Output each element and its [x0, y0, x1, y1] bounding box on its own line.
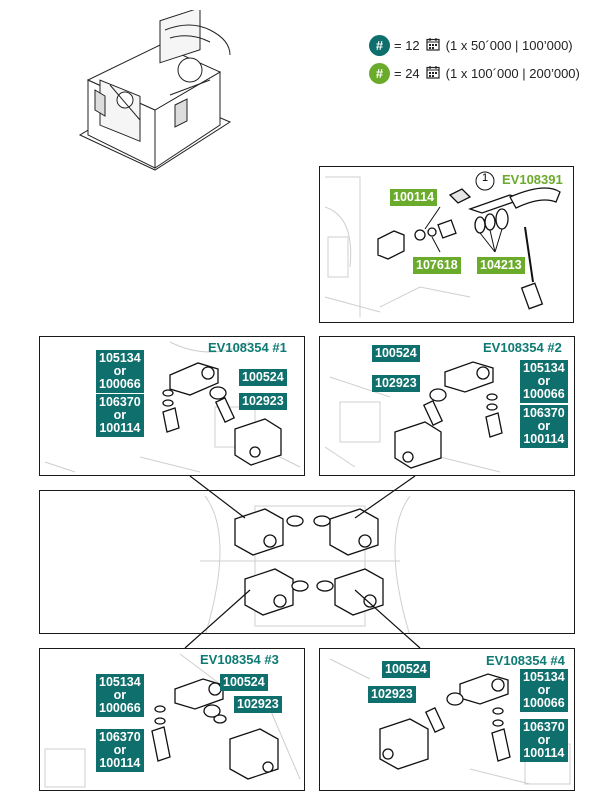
part-tag-100524: 100524 [382, 661, 430, 678]
part-tag-102923: 102923 [368, 686, 416, 703]
part-tag-100524: 100524 [220, 674, 268, 691]
calendar-icon [426, 65, 440, 82]
legend-interval: (1 x 100´000 | 200’000) [445, 66, 580, 81]
valve-title: EV108354 #3 [200, 652, 279, 667]
interval-badge-green: # [369, 63, 390, 84]
part-tag-107618: 107618 [413, 257, 461, 274]
valve-title: EV108354 #1 [208, 340, 287, 355]
part-tag-102923: 102923 [234, 696, 282, 713]
valve-title: EV108354 #4 [486, 653, 565, 668]
part-tag-102923: 102923 [372, 375, 420, 392]
legend-interval: (1 x 50´000 | 100’000) [445, 38, 573, 53]
legend-equals: = 12 [394, 38, 420, 53]
valve-title: EV108354 #2 [483, 340, 562, 355]
part-tag-102923: 102923 [239, 393, 287, 410]
calendar-icon [426, 37, 440, 54]
valve-overview-panel [39, 490, 575, 634]
legend-equals: = 24 [394, 66, 420, 81]
part-tag-100524: 100524 [372, 345, 420, 362]
legend-row-24: # = 24 (1 x 100´000 | 200’000) [369, 63, 580, 84]
part-tag-104213: 104213 [477, 257, 525, 274]
part-tag-100114: 100114 [390, 189, 438, 206]
legend-row-12: # = 12 (1 x 50´000 | 100’000) [369, 35, 573, 56]
kit-panel-ev108391: 1 EV108391 100114 107618 104213 [319, 166, 574, 323]
part-tag-100524: 100524 [239, 369, 287, 386]
interval-badge-teal: # [369, 35, 390, 56]
kit-circle-number: 1 [481, 172, 489, 184]
machine-overview-illustration [70, 10, 240, 175]
kit-title: EV108391 [502, 172, 563, 187]
